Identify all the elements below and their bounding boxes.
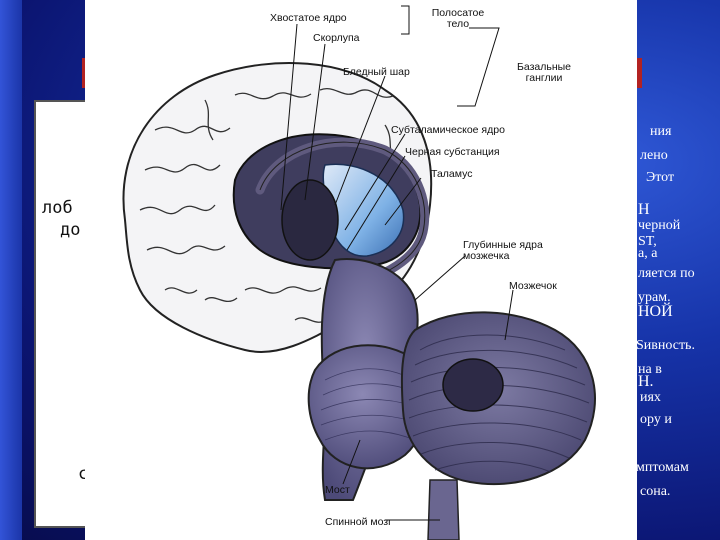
right-fragment: лено	[640, 148, 668, 163]
right-fragment: Н.	[638, 373, 654, 390]
right-fragment: иях	[640, 390, 661, 405]
pons-label: Мост	[325, 484, 350, 496]
right-fragment: Этот	[646, 170, 675, 185]
right-fragment: ния	[650, 124, 672, 139]
panel-fragment-3: с	[78, 464, 89, 484]
right-fragment: Н	[638, 201, 650, 218]
right-fragment: черной	[638, 218, 681, 233]
caudate-label: Хвостатое ядро	[270, 12, 347, 24]
basal-ganglia-label: Базальные ганглии	[516, 61, 572, 84]
right-fragment: сона.	[640, 484, 671, 499]
pallidus-label: Бледный шар	[343, 66, 410, 78]
panel-fragment-2: до	[60, 220, 81, 240]
spinal-cord-label: Спинной мозг	[325, 516, 392, 528]
right-fragment: а, а	[638, 246, 658, 261]
right-fragment: мптомам	[636, 460, 689, 475]
putamen-label: Скорлупа	[313, 32, 360, 44]
panel-fragment-1: лоб	[42, 198, 73, 218]
right-fragment: ляется по	[638, 266, 695, 281]
right-fragment: на в	[638, 362, 662, 377]
right-fragment: НОЙ	[638, 303, 673, 320]
right-fragment: урам.	[638, 290, 671, 305]
cerebellum-label: Мозжечок	[509, 280, 557, 292]
thalamus-label: Таламус	[431, 168, 473, 180]
subthalamic-label: Субталамическое ядро	[391, 124, 505, 136]
right-fragment: ору и	[640, 412, 672, 427]
left-accent-strip	[0, 0, 22, 540]
striatum-label: Полосатое тело	[431, 7, 485, 30]
brain-illustration: Хвостатое ядро Скорлупа Полосатое тело Б…	[85, 0, 637, 540]
deep-cerebellar-label: Глубинные ядра мозжечка	[463, 239, 543, 262]
brain-drawing	[122, 5, 596, 540]
nigra-label: Черная субстанция	[405, 146, 500, 158]
right-fragment: ST,	[638, 234, 657, 249]
right-fragment: Ѕивность.	[636, 338, 695, 353]
